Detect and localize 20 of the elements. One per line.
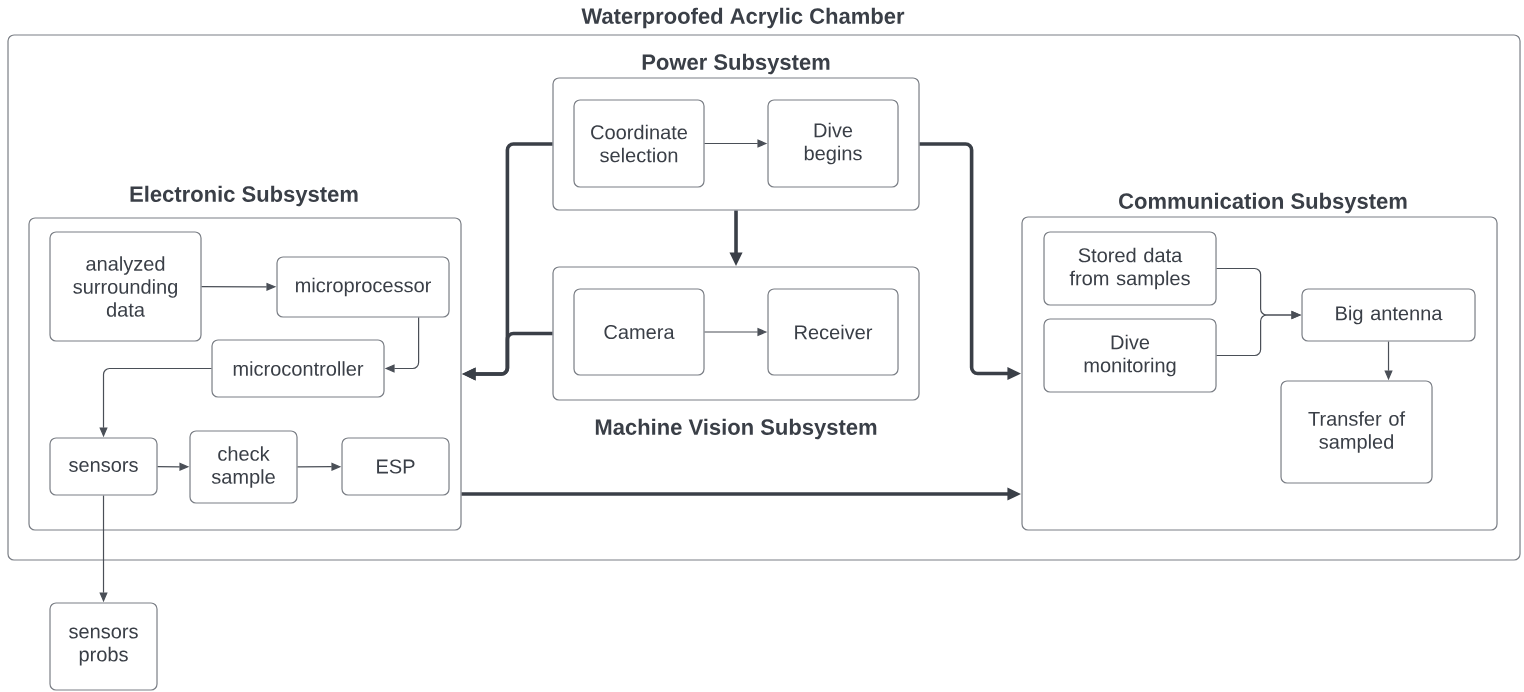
process-box: microcontroller	[211, 339, 385, 398]
process-box: analyzed surrounding data	[49, 231, 202, 342]
panel-heading: Power Subsystem	[642, 53, 830, 75]
process-box: Stored data from samples	[1043, 231, 1217, 306]
process-box: Receiver	[767, 288, 899, 376]
process-box: sensors	[49, 437, 158, 496]
process-box: ESP	[341, 437, 450, 496]
process-box: Coordinate selection	[573, 99, 705, 188]
process-box: Dive monitoring	[1043, 318, 1217, 393]
process-box: Camera	[573, 288, 705, 376]
process-box: Big antenna	[1301, 288, 1476, 342]
panel-heading: Machine Vision Subsystem	[595, 418, 877, 440]
panel-heading: Electronic Subsystem	[130, 185, 358, 207]
process-box: sensors probs	[49, 602, 158, 691]
panel-heading: Waterproofed Acrylic Chamber	[581, 7, 905, 29]
process-box: Dive begins	[767, 99, 899, 188]
process-box: microprocessor	[276, 256, 450, 318]
process-box: check sample	[189, 430, 298, 504]
panel-heading: Communication Subsystem	[1119, 192, 1407, 214]
process-box: Transfer of sampled	[1280, 380, 1433, 484]
